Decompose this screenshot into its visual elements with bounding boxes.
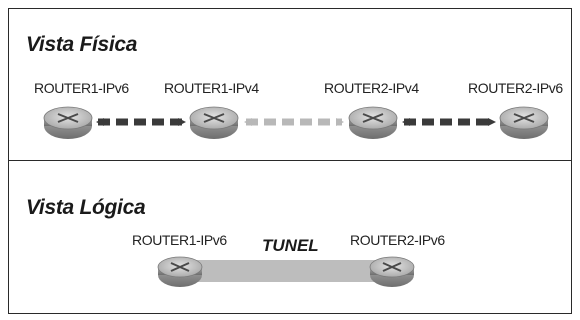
logical-router-1-label: ROUTER1-IPv6 [132,232,227,248]
router-icon [369,256,415,287]
tunnel-link [190,260,382,282]
router-icon [157,256,203,287]
router-icon [189,106,239,139]
physical-router-3-label: ROUTER2-IPv4 [324,80,419,96]
physical-router-1-label: ROUTER1-IPv6 [34,80,129,96]
tunnel-label: TUNEL [262,236,319,255]
logical-router-2-label: ROUTER2-IPv6 [350,232,445,248]
section-divider [8,160,572,161]
logical-view-title: Vista Lógica [26,196,146,219]
physical-router-2-label: ROUTER1-IPv4 [164,80,259,96]
physical-view-title: Vista Física [26,33,138,56]
router-icon [348,106,398,139]
router-icon [43,106,93,139]
physical-router-4-label: ROUTER2-IPv6 [468,80,563,96]
router-icon [499,106,549,139]
